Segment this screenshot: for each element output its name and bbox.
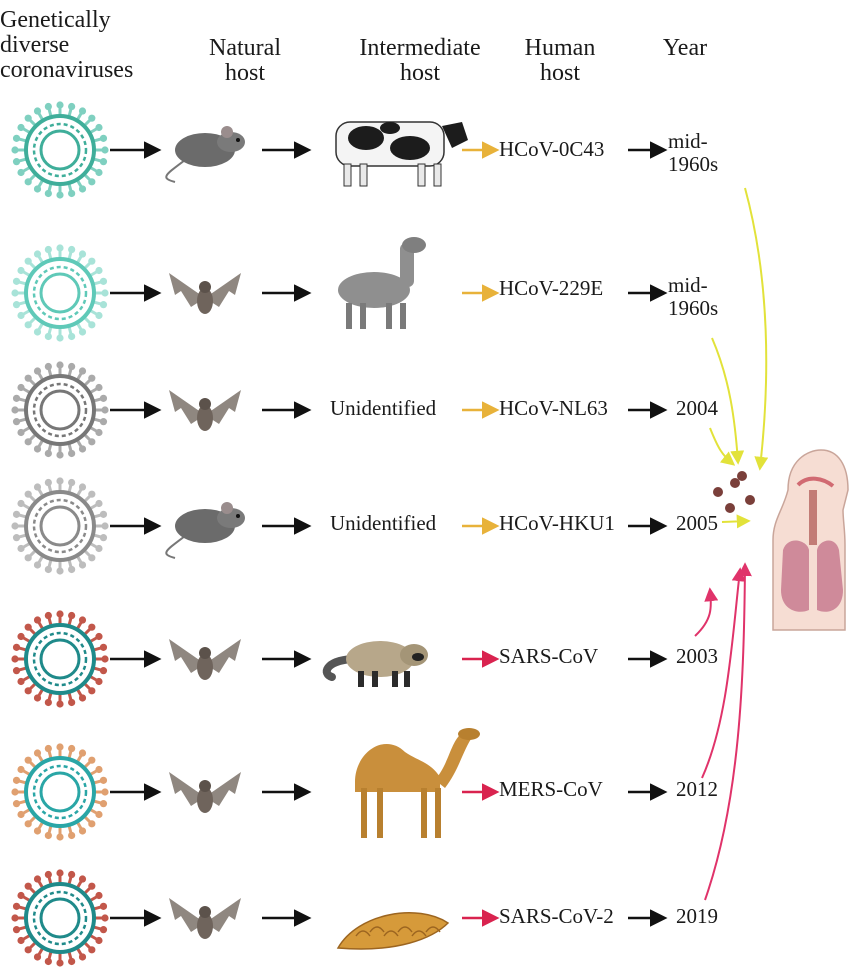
- year-label: 2019: [676, 905, 718, 928]
- virus-particle: [725, 503, 735, 513]
- human-virus-label: MERS-CoV: [499, 778, 603, 801]
- year-label: mid- 1960s: [668, 130, 718, 176]
- curved-arrow: [722, 521, 748, 522]
- year-label: mid- 1960s: [668, 274, 718, 320]
- curved-arrow: [705, 565, 745, 900]
- bat-icon: [169, 898, 241, 939]
- civet-icon: [327, 641, 428, 687]
- human-virus-label: HCoV-0C43: [499, 138, 604, 161]
- human-virus-label: HCoV-NL63: [499, 397, 608, 420]
- coronavirus-icon: [11, 244, 108, 341]
- header-viruses: Genetically diverse coronaviruses: [0, 8, 180, 83]
- header-natural-host: Natural host: [190, 36, 300, 86]
- header-year: Year: [640, 36, 730, 61]
- curved-arrow: [710, 428, 733, 464]
- curved-arrow: [702, 570, 740, 778]
- pangolin-icon: [338, 913, 448, 949]
- virus-particle: [713, 487, 723, 497]
- rat-icon: [166, 502, 245, 558]
- human-virus-label: HCoV-HKU1: [499, 512, 615, 535]
- cow-icon: [336, 122, 468, 186]
- human-virus-label: SARS-CoV-2: [499, 905, 614, 928]
- camel-icon: [355, 728, 480, 838]
- intermediate-host-label: Unidentified: [330, 397, 436, 420]
- coronavirus-icon: [11, 610, 108, 707]
- virus-particle: [737, 471, 747, 481]
- year-label: 2004: [676, 397, 718, 420]
- bat-icon: [169, 273, 241, 314]
- coronavirus-icon: [11, 477, 108, 574]
- bat-icon: [169, 772, 241, 813]
- year-label: 2005: [676, 512, 718, 535]
- coronavirus-icon: [11, 101, 108, 198]
- human-respiratory-system-icon: [773, 450, 848, 630]
- coronavirus-icon: [11, 361, 108, 458]
- coronavirus-icon: [11, 743, 108, 840]
- year-label: 2003: [676, 645, 718, 668]
- header-human-host: Human host: [510, 36, 610, 86]
- human-virus-label: SARS-CoV: [499, 645, 598, 668]
- bat-icon: [169, 390, 241, 431]
- virus-particle: [745, 495, 755, 505]
- intermediate-host-label: Unidentified: [330, 512, 436, 535]
- bat-icon: [169, 639, 241, 680]
- header-intermediate-host: Intermediate host: [340, 36, 500, 86]
- alpaca-icon: [338, 237, 426, 329]
- year-label: 2012: [676, 778, 718, 801]
- rat-icon: [166, 126, 245, 182]
- human-virus-label: HCoV-229E: [499, 277, 603, 300]
- coronavirus-icon: [11, 869, 108, 966]
- curved-arrow: [745, 188, 766, 468]
- curved-arrow: [695, 590, 711, 636]
